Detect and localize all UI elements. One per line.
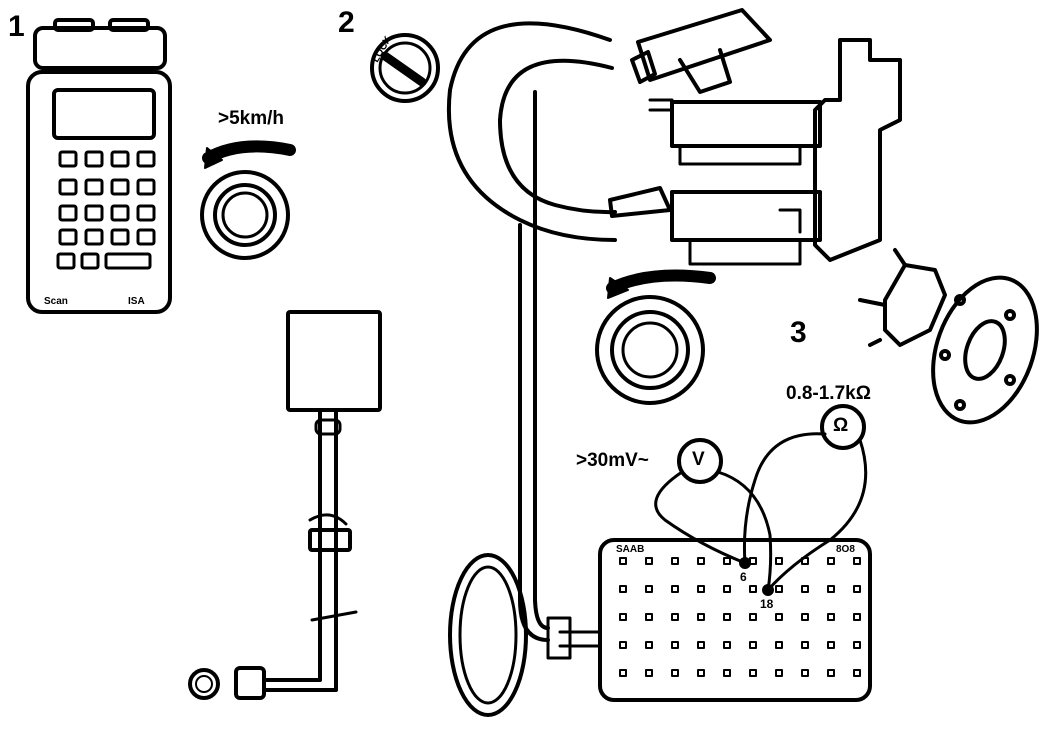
abs-module [188, 310, 382, 700]
speed-label: >5km/h [218, 108, 285, 129]
tester-model-label: ISA [128, 296, 145, 307]
step-3-label: 3 [790, 316, 807, 349]
ohm-symbol: Ω [833, 415, 849, 436]
voltage-label: >30mV~ [576, 450, 649, 471]
tester-display [52, 88, 156, 140]
diagnostic-tester [26, 18, 172, 314]
voltmeter [654, 438, 773, 592]
box-right-label: 8O8 [836, 544, 855, 555]
harness-connector [608, 8, 902, 266]
ignition-lock [370, 33, 440, 103]
step-1-label: 1 [8, 10, 25, 43]
box-left-label: SAAB [616, 544, 645, 555]
pin-18-label: 18 [760, 597, 774, 611]
pin-6-label: 6 [740, 570, 747, 584]
step-2-label: 2 [338, 6, 355, 39]
tester-brand-label: Scan [44, 296, 68, 307]
volt-symbol: V [692, 449, 705, 470]
ohmmeter [742, 404, 868, 592]
resistance-label: 0.8-1.7kΩ [786, 383, 871, 404]
wheel-hub [858, 248, 1039, 425]
wheel-rotation-top [200, 140, 296, 260]
wheel-rotation-bottom [595, 269, 716, 405]
breakout-box [598, 538, 872, 702]
cable-harness [446, 21, 617, 717]
